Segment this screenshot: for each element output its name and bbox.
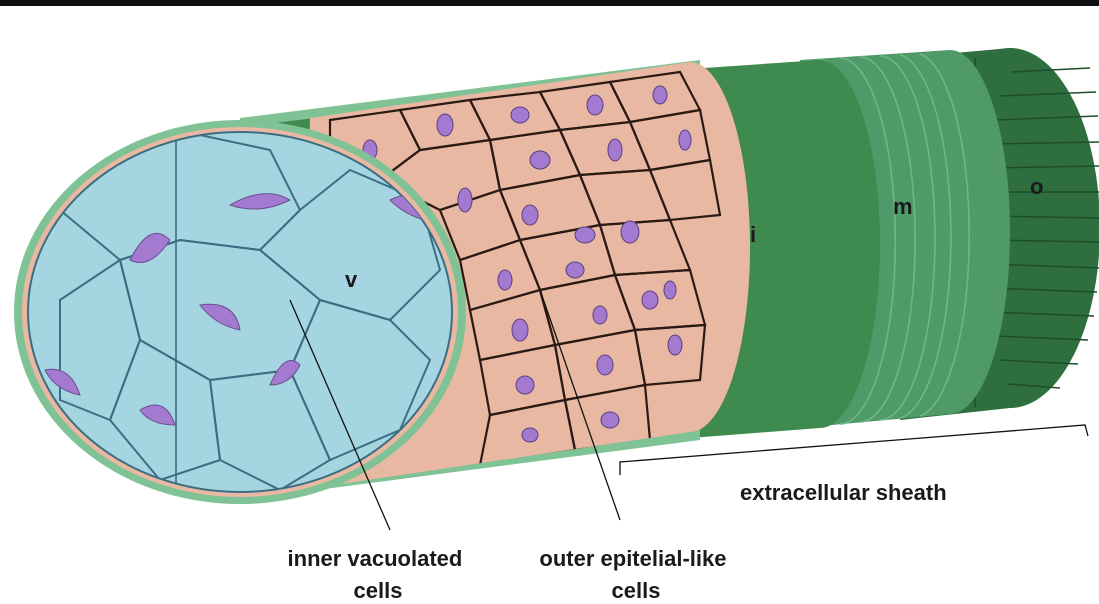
cross-section-end <box>14 120 466 504</box>
caption-inner-vacuolated: inner vacuolated cells <box>288 546 469 603</box>
label-i: i <box>750 222 756 247</box>
label-m: m <box>893 194 913 219</box>
label-v: v <box>345 267 358 292</box>
caption-extracellular-sheath: extracellular sheath <box>740 480 947 505</box>
caption-outer-epitelial: outer epitelial-like cells <box>539 546 732 603</box>
top-border <box>0 0 1099 6</box>
label-o: o <box>1030 174 1043 199</box>
